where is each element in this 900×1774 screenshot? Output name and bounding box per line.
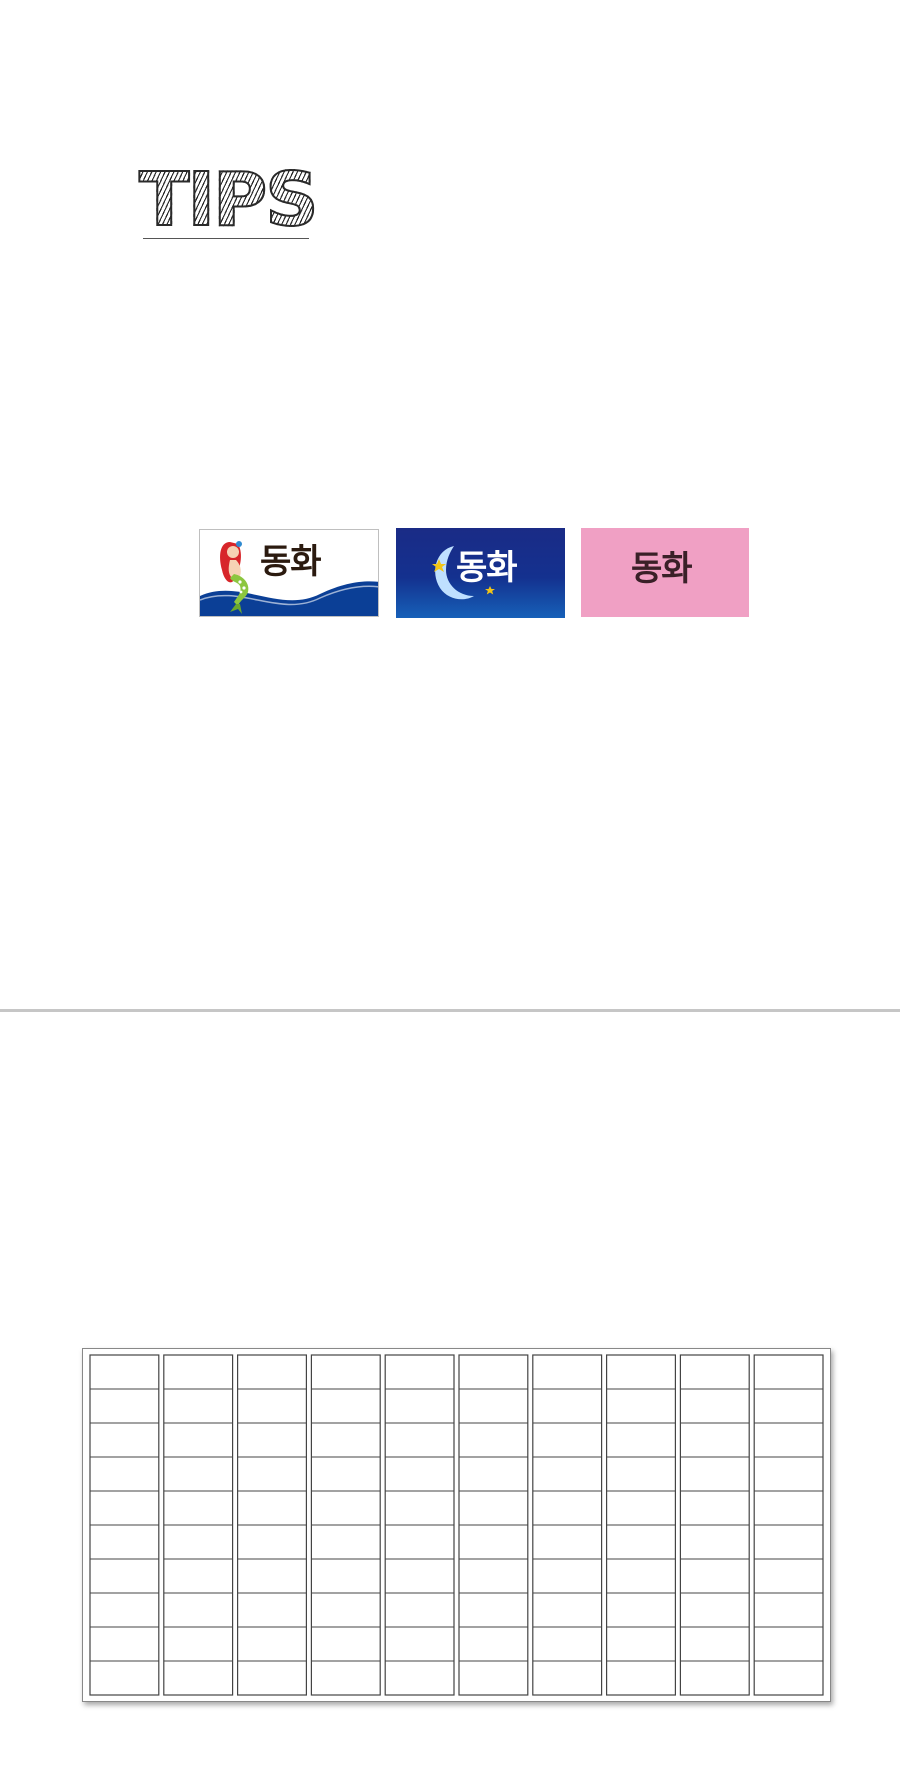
tips-underline [143,238,309,239]
label-sample-mermaid: 동화 [199,529,379,617]
label-sample-pink: 동화 [581,528,749,617]
wave-illustration [200,581,378,616]
label-sheet [82,1348,831,1702]
label-sheet-grid [89,1354,824,1696]
tips-heading: TIPS [138,157,320,244]
mermaid-icon [220,541,249,614]
star-icon-small [485,586,495,595]
tips-title: TIPS [138,157,320,243]
label-sample-moon: 동화 [396,528,565,618]
label-sample-text: 동화 [631,549,693,589]
star-icon [432,559,446,572]
label-sample-text: 동화 [456,548,518,588]
label-sample-text: 동화 [260,542,322,582]
moon-icon [432,546,495,600]
section-divider [0,1009,900,1012]
